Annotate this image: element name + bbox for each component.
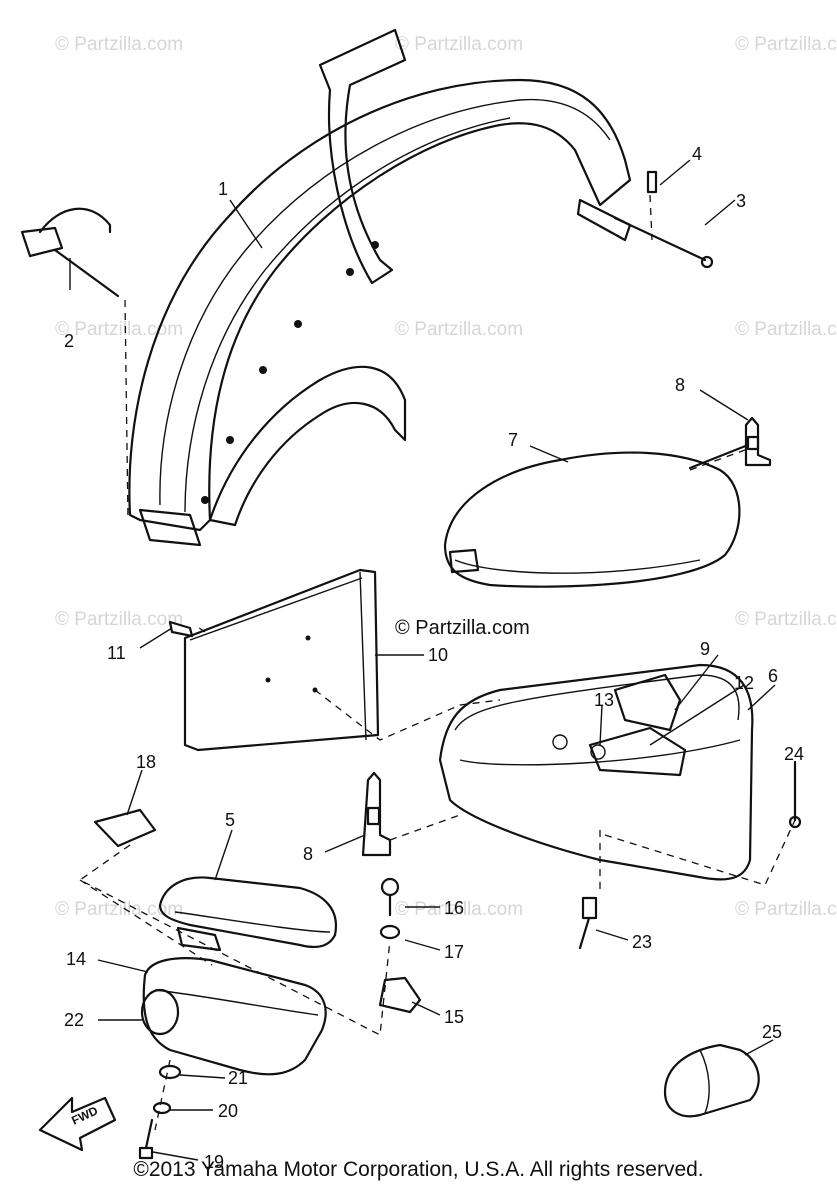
leader-lines [69,159,776,1161]
part-24-pin [788,760,802,829]
callout-4: 4 [692,144,702,164]
watermark-11: © Partzilla.com [735,899,837,920]
part-10-side-panel [183,568,380,752]
watermark-5: © Partzilla.com [395,319,523,340]
part-8-lower-bracket [361,771,392,857]
callout-17: 17 [444,942,464,962]
callout-2: 2 [64,331,74,351]
watermark-4: © Partzilla.com [55,319,183,340]
watermark-9: © Partzilla.com [55,899,183,920]
fwd-label: FWD [69,1103,100,1127]
callout-12: 12 [734,673,754,693]
callout-1: 1 [218,179,228,199]
watermark-8: © Partzilla.com [735,609,837,630]
watermarks: © Partzilla.com © Partzilla.com © Partzi… [55,34,837,920]
part-5-cover [158,876,338,952]
callout-11: 11 [107,643,126,663]
watermark-1: © Partzilla.com [55,34,183,55]
part-14-case [140,957,327,1076]
copyright-notice: ©2013 Yamaha Motor Corporation, U.S.A. A… [133,1158,704,1181]
callout-19: 19 [204,1152,224,1172]
callout-13: 13 [594,690,614,710]
part-23-screw [578,896,598,950]
callout-8b: 8 [303,844,313,864]
callout-6: 6 [768,666,778,686]
watermark-10: © Partzilla.com [395,899,523,920]
callout-20: 20 [218,1101,238,1121]
callout-5: 5 [225,810,235,830]
callout-16: 16 [444,898,464,918]
callout-22: 22 [64,1010,84,1030]
part-2-bracket [20,207,120,298]
callout-24: 24 [784,744,804,764]
part-1-rear-fender [128,28,632,547]
callout-7: 7 [508,430,518,450]
assembly-lines [78,194,796,1131]
callout-21: 21 [228,1068,248,1088]
callout-8a: 8 [675,375,685,395]
watermark-7: © Partzilla.com [55,609,183,630]
part-7-seat [443,443,750,588]
callouts: 1 2 3 4 5 6 7 8 8 9 10 11 12 13 14 15 16… [64,144,804,1172]
watermark-main: © Partzilla.com [395,617,530,639]
watermark-2: © Partzilla.com [395,34,523,55]
fwd-arrow: FWD [38,1096,117,1152]
part-18-clamp [93,808,157,848]
callout-14: 14 [66,949,86,969]
part-3-4-bolt [613,170,714,269]
part-8-top-bracket [744,416,772,467]
part-16-17-15-hardware [378,877,422,1014]
part-25-connector [663,1043,760,1118]
watermark-6: © Partzilla.com [735,319,837,340]
callout-18: 18 [136,752,156,772]
callout-25: 25 [762,1022,782,1042]
watermark-3: © Partzilla.com [735,34,837,55]
callout-15: 15 [444,1007,464,1027]
callout-23: 23 [632,932,652,952]
part-6-battery-box [438,663,754,881]
callout-9: 9 [700,639,710,659]
callout-10: 10 [428,645,448,665]
part-19-20-21-hardware [138,1064,182,1160]
callout-3: 3 [736,191,746,211]
